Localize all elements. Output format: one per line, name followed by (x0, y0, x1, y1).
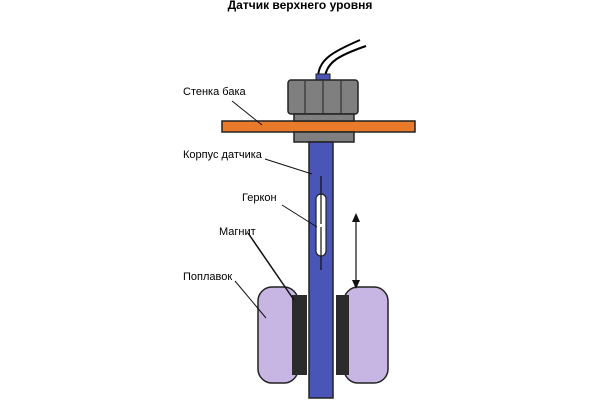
label-float: Поплавок (183, 271, 232, 283)
bottom-nut (293, 131, 355, 143)
magnet-left (292, 295, 307, 375)
label-tank-wall: Стенка бака (183, 86, 246, 98)
leader-float (234, 280, 267, 319)
magnet-right (336, 295, 349, 375)
tank-wall (221, 120, 416, 133)
leader-tank-wall (231, 100, 263, 126)
leader-sensor-body (264, 158, 313, 175)
float-right (343, 286, 389, 384)
diagram-title: Датчик верхнего уровня (228, 0, 373, 12)
label-reed-switch: Геркон (242, 192, 277, 204)
motion-arrow-head-down (352, 280, 360, 289)
top-washer (293, 113, 355, 122)
label-sensor-body: Корпус датчика (183, 149, 263, 161)
cable-wire (324, 45, 367, 79)
leader-reed-switch (281, 204, 318, 228)
label-magnet: Магнит (219, 226, 256, 238)
motion-arrow-head-up (352, 213, 360, 222)
cable-wire (317, 39, 361, 79)
leader-magnet (247, 232, 295, 301)
